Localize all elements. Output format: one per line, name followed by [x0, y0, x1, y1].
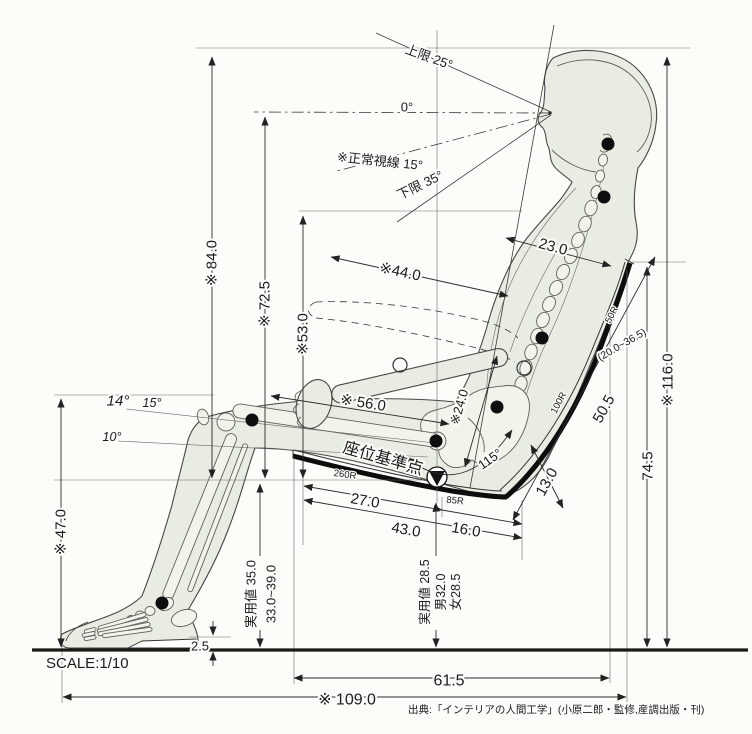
sight-upper-label: 上限 25° [403, 42, 454, 73]
dim-rear-height-female: 女28.5 [448, 574, 463, 611]
scale-label: SCALE:1/10 [46, 655, 129, 672]
angle-knee-15: 15° [143, 396, 162, 410]
jaw-line [551, 149, 597, 173]
body-silhouette [59, 49, 658, 649]
dim-overall-span: ※ 109.0 [318, 692, 376, 709]
skull-inner-line [556, 59, 652, 153]
dim-seat-height-range: 33.0~39.0 [264, 565, 279, 623]
dim-shoulder: ※53.0 [295, 313, 312, 355]
dim-back-top: 74.5 [640, 451, 657, 480]
dim-eye-level: ※ 72.5 [257, 281, 274, 327]
hip-angle-arc [405, 429, 513, 476]
dim-overall-height: ※ 116.0 [660, 353, 677, 406]
sight-upper-25 [375, 32, 552, 113]
source-citation: 出典:「インテリアの人間工学」(小原二郎・監修,産調出版・刊) [408, 703, 704, 716]
dim-back-length: 50.5 [589, 392, 618, 426]
dim-seat-height: 実用値 35.0 [244, 560, 259, 628]
dim-head-top: ※ 84.0 [204, 240, 221, 286]
seat-reference-marker [426, 466, 448, 488]
sight-level-0 [253, 111, 552, 114]
sight-lower-35 [396, 114, 552, 223]
dim-rear-height: 実用値 28.5 [417, 559, 432, 624]
dim-seat-span: 61.5 [433, 673, 464, 690]
radius-seat-front: 260R [333, 468, 357, 482]
dimension-lines [57, 56, 671, 701]
dim-heel: 2.5 [191, 639, 209, 654]
dim-rear-height-male: 男32.0 [434, 574, 448, 611]
sight-lines [253, 32, 552, 223]
radius-seat-rear: 85R [446, 495, 465, 508]
dim-upper-reach: ※44.0 [378, 259, 422, 284]
angle-knee-14: 14° [107, 393, 130, 410]
heel-wedge [127, 638, 197, 649]
elbow-ring [392, 357, 408, 373]
sight-level-label: 0° [401, 100, 413, 115]
sight-normal-label: ※正常視線 15° [336, 149, 423, 173]
human-figure [59, 49, 658, 649]
angle-knee-10: 10° [103, 430, 122, 444]
dim-seat-rear: 16.0 [450, 519, 482, 541]
alternate-arm-dashed [308, 301, 519, 363]
shoe [65, 621, 197, 649]
thigh-10deg-line [117, 440, 429, 458]
patella [196, 408, 210, 426]
dim-seat-depth: 43.0 [390, 519, 422, 541]
sight-normal-15 [336, 113, 552, 172]
dim-knee: ※ 47.0 [53, 509, 70, 555]
